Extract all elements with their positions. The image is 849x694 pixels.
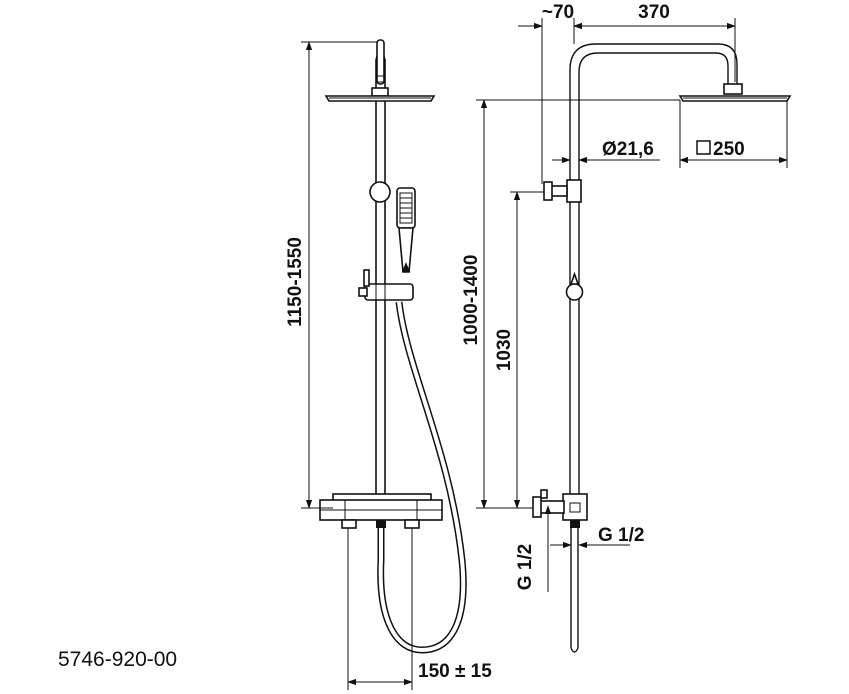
head-size-dimension: 250	[696, 139, 745, 160]
pipe-diameter-label: Ø21,6	[602, 139, 654, 160]
head-height-label: 1000-1400	[461, 255, 482, 346]
front-view	[319, 39, 467, 654]
side-ball-joint	[565, 271, 584, 301]
side-supply-pipe	[570, 528, 579, 653]
side-view	[532, 43, 792, 653]
wall-bracket	[543, 179, 582, 203]
overall-height-label: 1150-1550	[285, 237, 306, 327]
wall-offset-label: ~70	[542, 2, 574, 23]
thread-right-label: G 1/2	[598, 525, 644, 546]
front-ball-joint	[369, 181, 391, 203]
dimension-lines	[301, 18, 788, 690]
side-shower-head	[678, 83, 792, 102]
hand-shower	[396, 187, 416, 273]
thread-vertical-label: G 1/2	[515, 544, 536, 590]
front-shower-head	[324, 87, 436, 102]
slider-bracket	[358, 269, 414, 301]
side-mixer-body	[532, 489, 588, 528]
arm-length-label: 370	[638, 2, 670, 23]
square-icon	[696, 140, 711, 155]
product-code: 5746-920-00	[58, 648, 177, 671]
shower-hose	[377, 301, 467, 654]
front-riser-pipe	[375, 39, 386, 501]
head-size-label: 250	[713, 139, 745, 160]
inlet-spacing-label: 150 ± 15	[418, 661, 492, 682]
thermostat-mixer	[319, 493, 443, 529]
side-riser-pipe	[569, 43, 738, 500]
outlet-height-label: 1030	[494, 329, 515, 371]
